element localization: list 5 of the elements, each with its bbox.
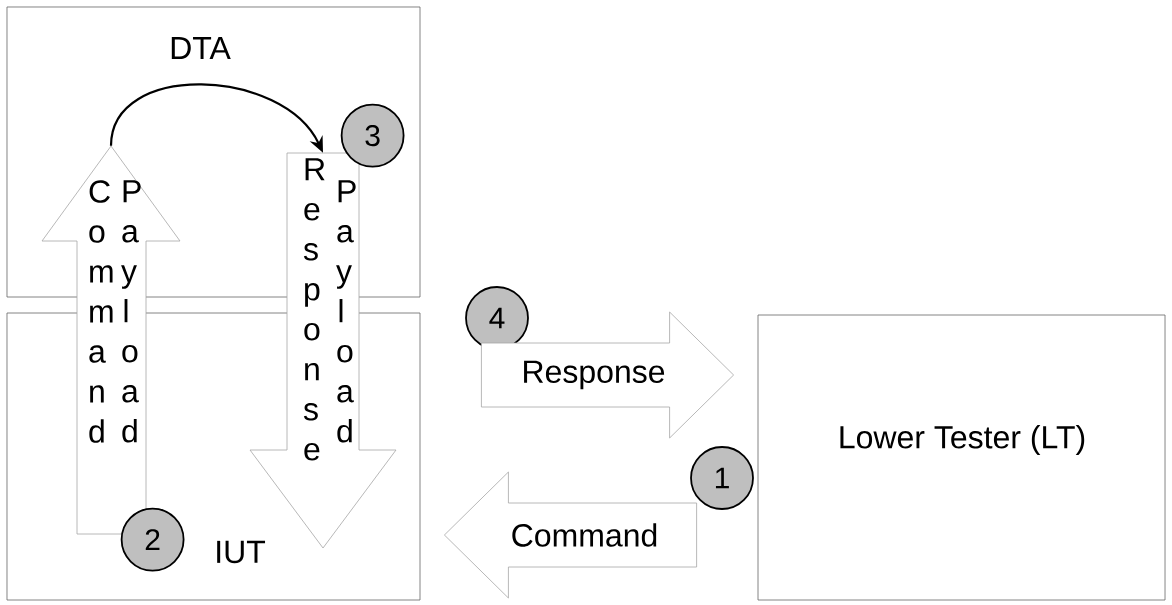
edge-label: Response [524,360,665,390]
block-arrow [481,311,734,439]
edge-label: Command [512,523,657,547]
tester-box: Lower Tester (LT) [757,314,1166,601]
block-arrow [444,471,697,599]
